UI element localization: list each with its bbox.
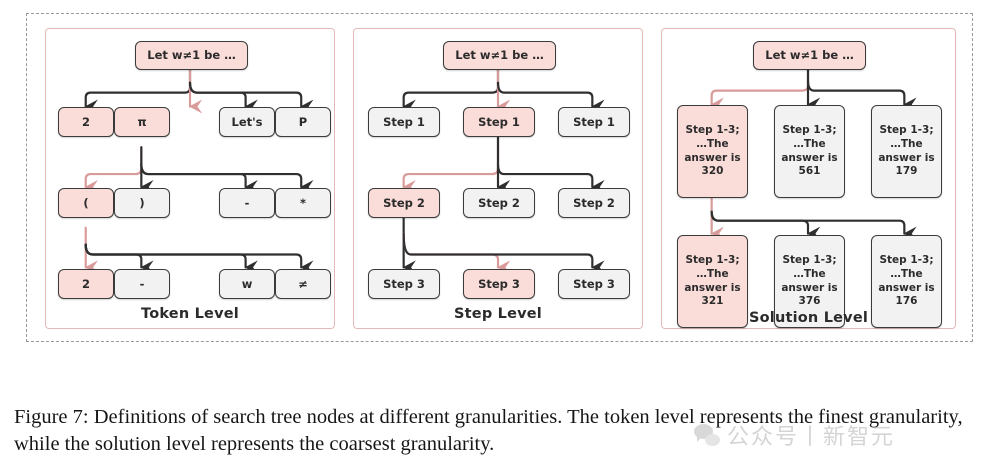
solution-answer: 176 (895, 295, 918, 308)
node-token-r3-c1[interactable]: - (114, 269, 170, 299)
node-solution-r1-c2[interactable]: Step 1-3; …The answer is 179 (871, 105, 942, 198)
node-solution-r2-c0[interactable]: Step 1-3; …The answer is 321 (677, 235, 748, 328)
panel-label-solution-level: Solution Level (748, 310, 869, 326)
node-token-r2-c3[interactable]: * (275, 188, 331, 218)
node-solution-r1-c0[interactable]: Step 1-3; …The answer is 320 (677, 105, 748, 198)
node-step-r2-c0[interactable]: Step 2 (368, 188, 440, 218)
solution-line-3: answer is (781, 151, 838, 164)
node-root[interactable]: Let w≠1 be … (443, 41, 556, 70)
node-token-r1-c1[interactable]: π (114, 107, 170, 137)
node-solution-r2-c2[interactable]: Step 1-3; …The answer is 176 (871, 235, 942, 328)
node-token-r3-c2[interactable]: w (219, 269, 275, 299)
solution-line-3: answer is (878, 281, 935, 294)
solution-line-3: answer is (781, 281, 838, 294)
node-token-r1-c2[interactable]: Let's (219, 107, 275, 137)
solution-line-3: answer is (684, 151, 741, 164)
node-token-r2-c0[interactable]: ( (58, 188, 114, 218)
panel-label-step-level: Step Level (454, 306, 542, 322)
node-root[interactable]: Let w≠1 be … (753, 41, 866, 70)
node-token-r3-c0[interactable]: 2 (58, 269, 114, 299)
node-solution-r2-c1[interactable]: Step 1-3; …The answer is 376 (774, 235, 845, 328)
solution-line-1: Step 1-3; (782, 123, 837, 136)
node-step-r3-c0[interactable]: Step 3 (368, 269, 440, 299)
node-step-r3-c1[interactable]: Step 3 (463, 269, 535, 299)
solution-line-1: Step 1-3; (879, 253, 934, 266)
node-step-r2-c1[interactable]: Step 2 (463, 188, 535, 218)
solution-line-1: Step 1-3; (782, 253, 837, 266)
figure-container: Let w≠1 be … 2 π Let's P ( ) - * 2 - w ≠… (26, 13, 973, 342)
node-token-r3-c3[interactable]: ≠ (275, 269, 331, 299)
figure-caption: Figure 7: Definitions of search tree nod… (14, 406, 963, 456)
panel-label-token-level: Token Level (141, 306, 239, 322)
node-root[interactable]: Let w≠1 be … (135, 41, 248, 70)
solution-line-2: …The (793, 267, 826, 280)
solution-line-2: …The (890, 137, 923, 150)
node-step-r1-c0[interactable]: Step 1 (368, 107, 440, 137)
panel-solution-level: Let w≠1 be … Step 1-3; …The answer is 32… (661, 28, 956, 329)
node-token-r1-c0[interactable]: 2 (58, 107, 114, 137)
node-token-r2-c2[interactable]: - (219, 188, 275, 218)
solution-line-3: answer is (684, 281, 741, 294)
solution-answer: 179 (895, 165, 918, 178)
solution-line-1: Step 1-3; (685, 123, 740, 136)
node-step-r1-c2[interactable]: Step 1 (558, 107, 630, 137)
node-step-r1-c1[interactable]: Step 1 (463, 107, 535, 137)
solution-line-2: …The (890, 267, 923, 280)
solution-line-3: answer is (878, 151, 935, 164)
solution-line-2: …The (793, 137, 826, 150)
solution-line-2: …The (696, 137, 729, 150)
solution-line-1: Step 1-3; (685, 253, 740, 266)
solution-line-2: …The (696, 267, 729, 280)
node-step-r3-c2[interactable]: Step 3 (558, 269, 630, 299)
node-token-r2-c1[interactable]: ) (114, 188, 170, 218)
node-step-r2-c2[interactable]: Step 2 (558, 188, 630, 218)
solution-answer: 561 (798, 165, 821, 178)
node-solution-r1-c1[interactable]: Step 1-3; …The answer is 561 (774, 105, 845, 198)
panel-step-level: Let w≠1 be … Step 1 Step 1 Step 1 Step 2… (353, 28, 643, 329)
solution-answer: 320 (701, 165, 724, 178)
panel-token-level: Let w≠1 be … 2 π Let's P ( ) - * 2 - w ≠… (45, 28, 335, 329)
solution-line-1: Step 1-3; (879, 123, 934, 136)
node-token-r1-c3[interactable]: P (275, 107, 331, 137)
solution-answer: 321 (701, 295, 724, 308)
solution-answer: 376 (798, 295, 821, 308)
